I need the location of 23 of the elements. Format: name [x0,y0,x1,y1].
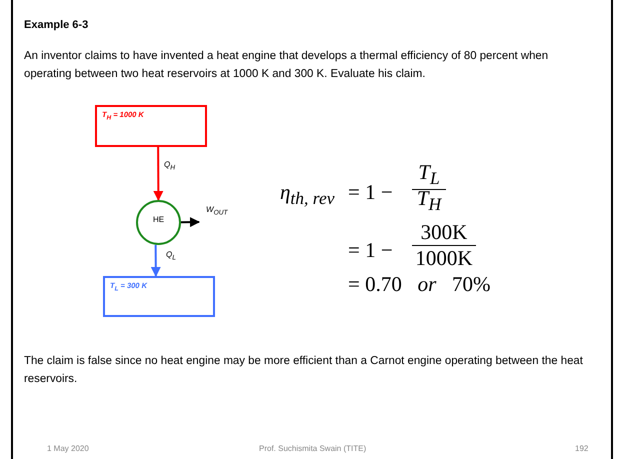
arrow [153,147,164,201]
footer-date: 1 May 2020 [47,444,89,453]
problem-statement: An inventor claims to have invented a heat engine that develops a thermal efficiency of 80 percent when operating between two heat reservoirs at 1000 K and 300 K. Evaluate his claim. [24,49,550,82]
reservoir-box [103,276,215,317]
arrow [180,217,200,228]
node-label: HE [152,215,166,224]
engine-circle [136,200,181,245]
numerator: 300K [412,220,476,246]
footer-author: Prof. Suchismita Swain (TITE) [259,444,366,453]
equation-result: = 0.70 or 70% [348,272,491,297]
efficiency-symbol: η$_{th, rev}$ [280,180,334,210]
numerator: T$_{L}$ [412,160,446,190]
edge-label: W$_{OUT}$ [206,205,228,217]
denominator: 1000K [414,246,474,271]
arrow [150,244,161,277]
equation-term: = 1 − [348,238,393,263]
conclusion-text: The claim is false since no heat engine may be more efficient than a Carnot engine operating between the heat reservoirs. [24,354,584,387]
page-number: 192 [575,444,588,453]
edge-label: Q$_{H}$ [164,160,176,172]
reservoir-box [95,105,207,147]
edge-label: Q$_{L}$ [166,250,176,262]
equation-term: = 1 − [348,180,393,205]
slide-title: Example 6-3 [24,19,88,31]
